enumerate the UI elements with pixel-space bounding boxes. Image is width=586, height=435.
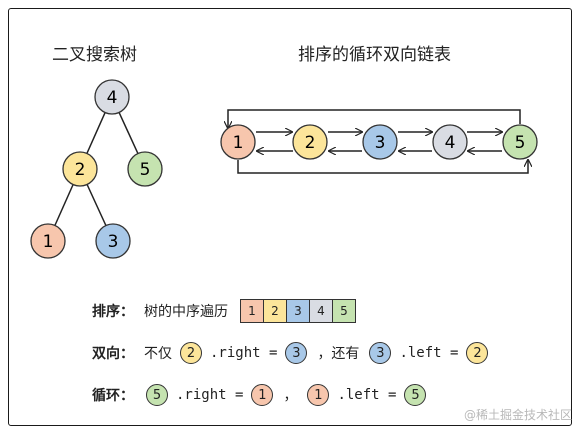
- list-arrows: [256, 132, 502, 151]
- node-badge: 5: [404, 384, 427, 406]
- cycle-label: 循环：: [92, 388, 134, 404]
- node-badge: 2: [466, 342, 489, 364]
- bidirectional-row: 双向： 不仅 2 .right = 3 ，还有 3 .left = 2: [92, 338, 490, 368]
- node-badge: 1: [307, 384, 330, 406]
- tree-node-label: 3: [108, 232, 119, 252]
- array-cell: 2: [264, 300, 287, 322]
- tree-title: 二叉搜索树: [52, 45, 137, 65]
- list-node: 2: [292, 124, 328, 160]
- list-node-label: 3: [375, 133, 386, 153]
- diagram-frame: [8, 8, 572, 426]
- cycle-arrow-left: [228, 109, 521, 128]
- list-node-label: 1: [233, 133, 244, 153]
- cycle-comma: ，: [283, 388, 298, 404]
- bidirectional-comma: ，还有: [317, 346, 360, 362]
- node-badge: 2: [180, 342, 202, 364]
- cycle-row: 循环： 5 .right = 1 ， 1 .left = 5: [92, 380, 428, 410]
- node-badge: 3: [369, 342, 392, 364]
- tree-node: 1: [30, 223, 66, 259]
- list-node: 1: [220, 124, 256, 160]
- right-expr: .right =: [176, 387, 244, 403]
- array-cell: 4: [310, 300, 333, 322]
- sort-label: 排序：: [92, 304, 134, 320]
- sort-row: 排序： 树的中序遍历 1 2 3 4 5: [92, 296, 356, 326]
- tree-node-label: 5: [140, 160, 151, 180]
- list-node-label: 2: [305, 133, 316, 153]
- right-expr: .right =: [210, 345, 278, 361]
- list-node: 3: [362, 124, 398, 160]
- tree-node: 2: [62, 151, 98, 187]
- node-badge: 3: [285, 342, 308, 364]
- bidirectional-label: 双向：: [92, 346, 134, 362]
- list-node-label: 4: [445, 133, 456, 153]
- node-badge: 1: [251, 384, 274, 406]
- list-node: 5: [502, 124, 538, 160]
- tree-node: 5: [127, 151, 163, 187]
- list-node: 4: [432, 124, 468, 160]
- bidirectional-prefix: 不仅: [144, 346, 172, 362]
- sorted-array: 1 2 3 4 5: [240, 299, 356, 323]
- list-node-label: 5: [515, 133, 526, 153]
- array-cell: 1: [241, 300, 264, 322]
- tree-node: 3: [95, 223, 131, 259]
- sort-text: 树的中序遍历: [144, 304, 228, 320]
- array-cell: 3: [287, 300, 310, 322]
- tree-node-label: 4: [107, 88, 118, 108]
- list-title: 排序的循环双向链表: [298, 45, 451, 65]
- left-expr: .left =: [337, 387, 397, 403]
- node-badge: 5: [146, 384, 168, 406]
- left-expr: .left =: [399, 345, 459, 361]
- tree-node-label: 2: [75, 160, 86, 180]
- tree-node-label: 1: [43, 232, 54, 252]
- watermark: @稀土掘金技术社区: [463, 408, 572, 422]
- cycle-arrow-right: [237, 160, 528, 174]
- tree-node: 4: [94, 79, 130, 115]
- array-cell: 5: [333, 300, 355, 322]
